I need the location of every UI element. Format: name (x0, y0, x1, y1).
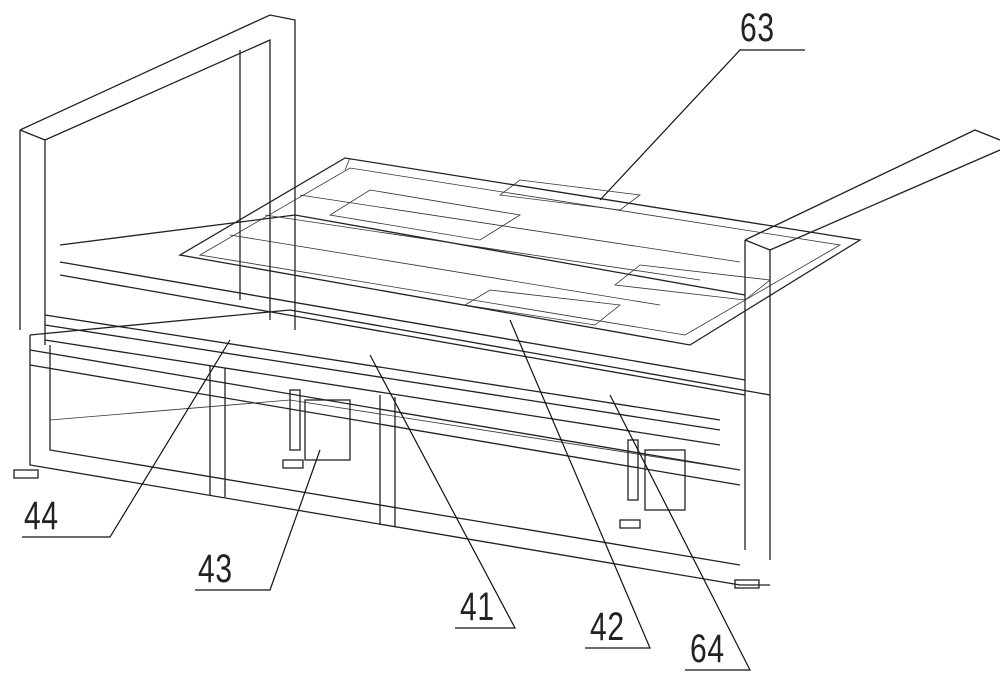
label-43: 43 (198, 547, 233, 592)
label-44: 44 (24, 494, 59, 539)
leader-64 (610, 395, 750, 670)
top-tray-frame (180, 158, 860, 345)
right-upright-frame (745, 130, 1000, 560)
leader-lines (22, 50, 805, 670)
label-42: 42 (590, 605, 625, 650)
label-63: 63 (740, 6, 775, 51)
label-41: 41 (460, 585, 495, 630)
leader-63 (600, 50, 805, 200)
base-frame (30, 310, 770, 585)
leader-42 (510, 320, 650, 648)
label-64: 64 (690, 627, 725, 672)
motors (290, 390, 685, 510)
